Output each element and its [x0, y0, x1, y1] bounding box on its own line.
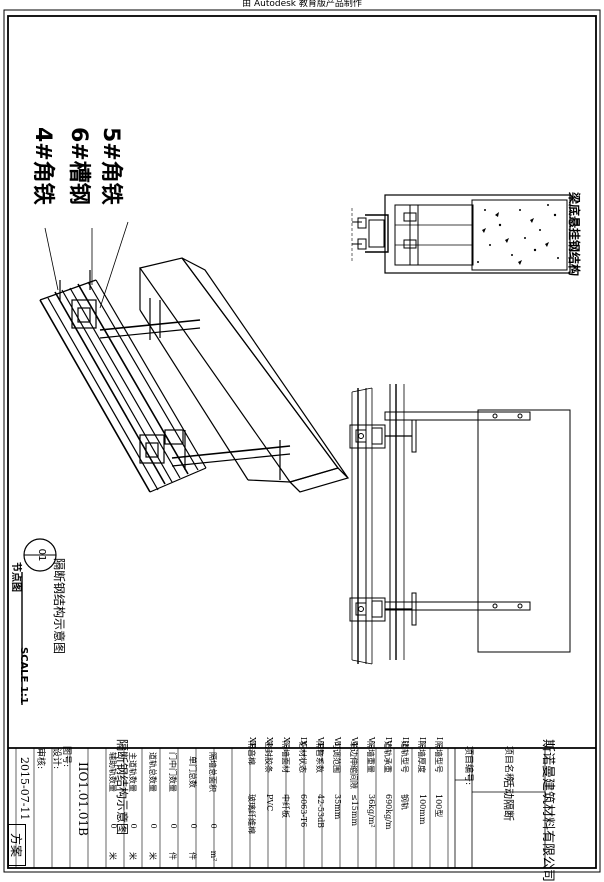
- total-value: 0: [209, 823, 218, 829]
- total-label: 单门总数: [188, 756, 197, 788]
- review-label: 审核:: [35, 748, 45, 770]
- inner-border: [7, 15, 597, 869]
- titleblock-grid: [454, 748, 546, 868]
- total-label: 辅助轨数量: [108, 752, 117, 792]
- stage-stamp: 方案: [8, 824, 26, 866]
- param-value: 36kg/m²: [367, 794, 376, 828]
- scale-label: SCALE 1:1: [18, 647, 29, 704]
- callout-angle-4: 4#角铁: [30, 127, 55, 205]
- plan-view: [349, 384, 571, 665]
- total-label: 主道轨数量: [128, 752, 137, 792]
- total-unit: 件: [188, 852, 197, 860]
- isometric-view: [39, 221, 350, 493]
- param-value: 100mm: [418, 794, 427, 825]
- total-unit: 米: [148, 852, 157, 860]
- section-title: 梁底悬挂钢结构: [567, 191, 581, 276]
- detail-label: 节点图: [10, 562, 21, 592]
- section-frame: [384, 194, 571, 274]
- param-value: 35mm: [333, 794, 342, 820]
- param-value: 100型: [434, 794, 443, 818]
- project-no-label: 项目编号:: [463, 746, 473, 786]
- param-value: 690kg/m: [384, 794, 393, 830]
- total-unit: 件: [168, 852, 177, 860]
- outer-border: [3, 9, 601, 873]
- concrete-hatch: [477, 204, 559, 265]
- total-unit: 米: [108, 852, 117, 860]
- param-value: 钢轨: [400, 794, 409, 810]
- total-value: 0: [189, 823, 198, 829]
- project-name-value: 活动隔断: [502, 777, 515, 821]
- total-unit: 米: [128, 852, 137, 860]
- callout-angle-5: 5#角铁: [98, 127, 123, 205]
- design-label: 设计:: [51, 748, 61, 770]
- callout-channel-6: 6#槽钢: [66, 127, 91, 205]
- detail-bubble: [21, 538, 57, 705]
- param-value: 中纤板: [281, 794, 290, 818]
- total-value: 0: [129, 823, 138, 829]
- company-name: 斯诺曼建筑材料有限公司: [540, 739, 555, 882]
- concrete-beam: [471, 199, 568, 271]
- param-value: PVC: [265, 794, 274, 812]
- watermark-text: 由 Autodesk 教育版产品制作: [242, 0, 362, 9]
- total-value: 0: [149, 823, 158, 829]
- drawing-no-value: IIO1.01.01B: [76, 762, 90, 836]
- param-value: 42-53dB: [316, 794, 325, 829]
- param-value: 6063-T6: [299, 794, 308, 828]
- detail-number: 01: [36, 548, 47, 562]
- param-value: ≤15mm: [350, 794, 359, 827]
- param-value: 玻璃纤维棉: [247, 794, 256, 834]
- total-label: 门中门数量: [168, 752, 177, 792]
- section-view: [351, 194, 571, 274]
- total-unit: m²: [209, 850, 218, 862]
- total-value: 0: [109, 823, 118, 829]
- total-label: 隔墙总面积: [208, 752, 217, 792]
- total-label: 道轨总数量: [148, 752, 157, 792]
- detail-caption: 隔断钢结构示意图: [52, 558, 66, 655]
- total-value: 0: [169, 823, 178, 829]
